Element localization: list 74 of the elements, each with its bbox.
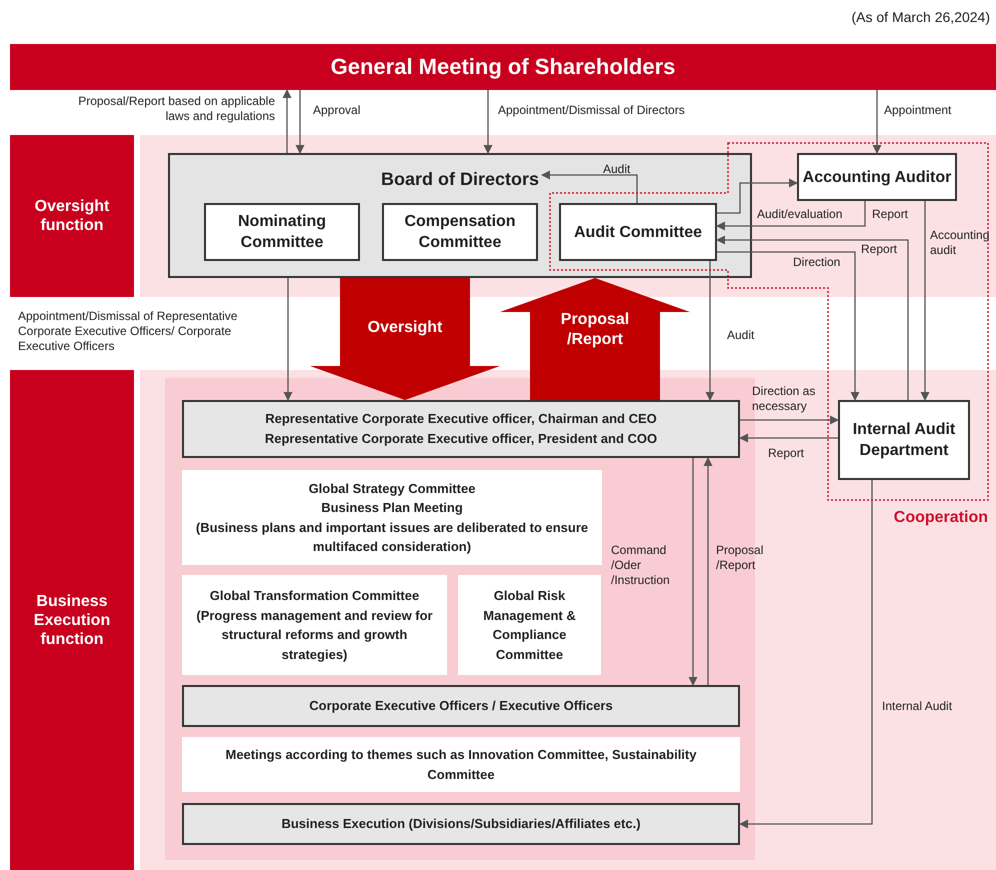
arrow — [284, 278, 292, 401]
group-label: Cooperation — [892, 508, 988, 528]
node-label: Global Strategy Committee — [308, 480, 476, 498]
committee-box — [559, 203, 717, 261]
arrow — [717, 178, 798, 214]
group-title: Board of Directors — [380, 169, 540, 190]
block-arrow — [500, 278, 690, 400]
section-band — [10, 370, 134, 870]
date-note: (As of March 26,2024) — [850, 8, 990, 26]
edge-label: Proposal /Report — [716, 543, 764, 573]
committee-box — [838, 400, 970, 480]
arrow — [717, 251, 860, 401]
process-box — [182, 400, 740, 458]
arrow — [296, 90, 304, 154]
edge-label: Oversight — [366, 318, 444, 338]
node-label: Meetings according to themes such as Innovation Committee, Sustainability Committee — [224, 746, 698, 784]
node-label: (Business plans and important issues are deliberated to ensure multifaced consideration) — [194, 518, 590, 556]
node-label: Representative Corporate Executive officer, Chairman and CEO Representative Corporate Executive officer, President and COO — [264, 410, 658, 448]
node-label: Accounting Auditor — [802, 168, 952, 188]
section-band — [10, 135, 134, 297]
edge-label: Command /Oder /Instruction — [611, 543, 671, 588]
node-label: Compensation Committee — [403, 212, 517, 253]
info-panel — [458, 575, 601, 675]
edge-label: Appointment/Dismissal of Representative Corporate Executive Officers/ Corporate Executive Officers — [18, 309, 238, 354]
info-panel — [182, 575, 447, 675]
node-label: General Meeting of Shareholders — [330, 54, 676, 80]
node-label: Audit Committee — [574, 222, 702, 242]
node-label: Business Execution function — [32, 592, 112, 648]
board-panel — [168, 153, 752, 278]
edge-label: Appointment — [884, 103, 952, 118]
edge-label: Audit/evaluation — [757, 207, 844, 222]
node-label: Corporate Executive Officers / Executive Officers — [309, 697, 613, 715]
info-panel — [182, 737, 740, 792]
edge-label: Report — [861, 242, 898, 257]
edge-label: Approval — [313, 103, 362, 118]
edge-label: Report — [872, 207, 910, 222]
arrow — [688, 458, 698, 686]
node-label: Global Transformation Committee — [210, 587, 420, 605]
node-label: Oversight function — [34, 197, 110, 235]
header-bar — [10, 44, 996, 90]
node-label: Business Execution (Divisions/Subsidiaries/Affiliates etc.) — [281, 815, 641, 833]
arrow — [739, 480, 873, 828]
node-label: Nominating Committee — [237, 212, 327, 253]
arrow — [740, 416, 839, 424]
arrow — [282, 89, 292, 153]
edge-label: Proposal /Report — [560, 310, 630, 350]
edge-label: Proposal/Report based on applicable laws and regulations — [77, 94, 275, 124]
arrow — [704, 457, 712, 685]
edge-label: Accounting audit — [930, 228, 990, 258]
committee-box — [797, 153, 957, 201]
arrow — [739, 434, 838, 442]
arrow — [716, 236, 909, 400]
process-box — [182, 685, 740, 727]
edge-label: Audit — [603, 162, 632, 177]
arrow — [706, 261, 714, 401]
node-label: Internal Audit Department — [852, 420, 956, 461]
edge-label: Report — [768, 446, 806, 461]
arrow — [716, 201, 866, 230]
edge-label: Internal Audit — [882, 699, 954, 714]
edge-label: Direction as necessary — [752, 384, 816, 414]
arrow — [484, 90, 492, 154]
info-panel — [182, 470, 602, 565]
process-box — [182, 803, 740, 845]
node-label: (Progress management and review for structural reforms and growth strategies) — [195, 606, 434, 664]
node-label: Global Risk Management & Compliance Committee — [482, 587, 577, 664]
committee-box — [382, 203, 538, 261]
arrow — [541, 170, 638, 203]
arrow — [920, 201, 930, 401]
edge-label: Audit — [727, 328, 756, 343]
edge-label: Direction — [793, 255, 842, 270]
arrow — [872, 90, 882, 154]
committee-box — [204, 203, 360, 261]
node-label: Business Plan Meeting — [321, 499, 463, 517]
edge-label: Appointment/Dismissal of Directors — [498, 103, 686, 118]
